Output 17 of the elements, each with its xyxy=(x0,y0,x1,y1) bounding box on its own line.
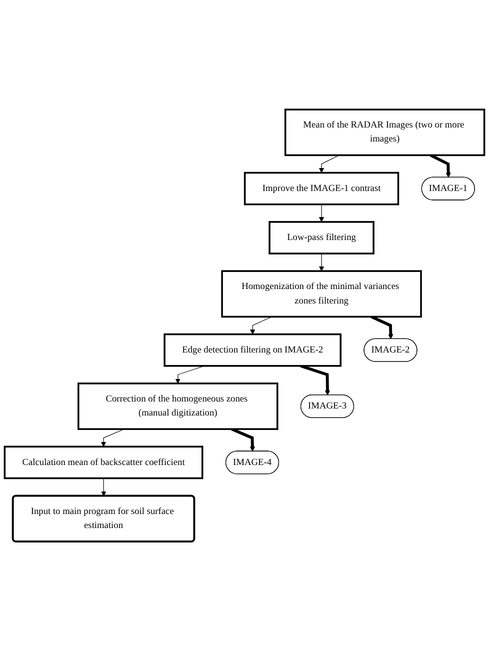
node-box: Homogenization of the minimal variances zones filtering xyxy=(221,270,422,318)
node-box: Mean of the RADAR Images (two or more images) xyxy=(284,108,486,156)
arrow xyxy=(101,478,106,496)
node-box: Edge detection filtering on IMAGE-2 xyxy=(164,333,342,367)
arrow xyxy=(300,364,330,396)
arrow xyxy=(231,428,256,452)
arrow xyxy=(100,428,124,447)
arrow xyxy=(318,154,340,173)
arrow xyxy=(318,204,324,222)
arrow xyxy=(250,316,272,334)
node-box: Correction of the homogeneous zones (manual digitization) xyxy=(78,382,278,430)
node-box: Low-pass filtering xyxy=(268,221,374,254)
node-box: Improve the IMAGE-1 contrast xyxy=(244,172,400,206)
arrow xyxy=(370,315,394,340)
arrow xyxy=(318,253,324,272)
node-box: Calculation mean of backscatter coefficient xyxy=(4,446,204,480)
arrow xyxy=(430,154,451,178)
